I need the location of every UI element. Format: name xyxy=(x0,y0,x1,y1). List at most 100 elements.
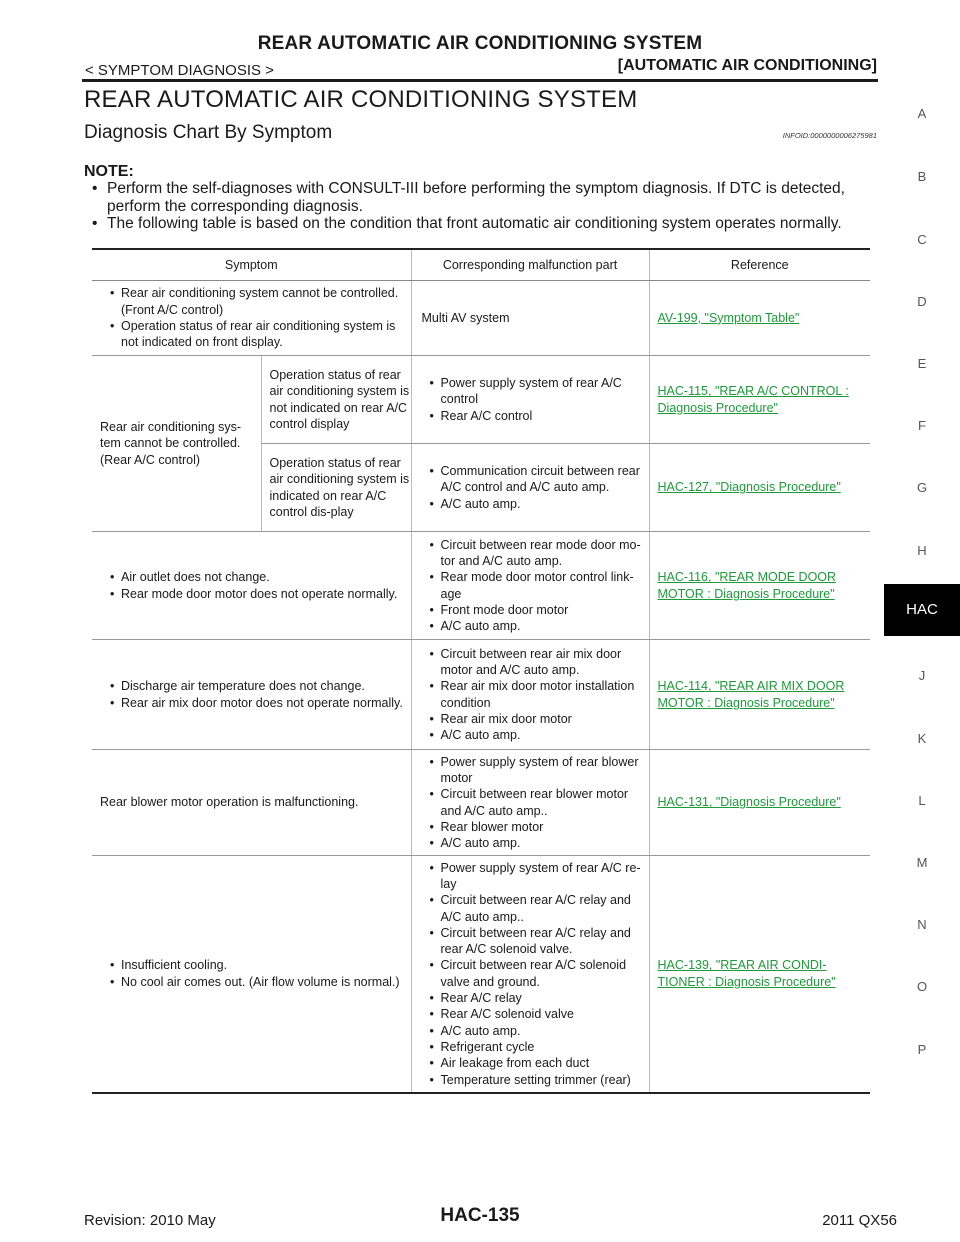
malfunction-parts-cell: Power supply system of rear A/C re-lay C… xyxy=(410,855,650,1094)
part-item: Temperature setting trimmer (rear) xyxy=(420,1072,649,1089)
tab-b[interactable]: B xyxy=(917,169,927,184)
part-item: Circuit between rear A/C solenoid valve … xyxy=(420,957,649,990)
header-divider xyxy=(82,79,878,82)
tab-a[interactable]: A xyxy=(917,106,927,121)
part-item: Power supply system of rear blower motor xyxy=(420,754,649,787)
tab-k[interactable]: K xyxy=(917,731,927,746)
symptom-item: Discharge air temperature does not chang… xyxy=(100,678,411,695)
reference-link[interactable]: AV-199, "Symptom Table" xyxy=(657,310,800,325)
part-item: Circuit between rear A/C relay and rear … xyxy=(420,925,649,958)
table-row: Rear air conditioning sys-tem cannot be … xyxy=(92,355,871,532)
table-row: Operation status of rear air conditionin… xyxy=(92,443,871,532)
header-title: REAR AUTOMATIC AIR CONDITIONING SYSTEM xyxy=(257,33,703,54)
symptom-item: Operation status of rear air conditionin… xyxy=(100,318,411,351)
section-breadcrumb: < SYMPTOM DIAGNOSIS > xyxy=(85,62,274,79)
sub-symptom-cell: Operation status of rear air conditionin… xyxy=(260,355,412,444)
tab-g[interactable]: G xyxy=(916,480,928,495)
symptom-cell: Rear blower motor operation is malfuncti… xyxy=(92,749,412,856)
page-title: REAR AUTOMATIC AIR CONDITIONING SYSTEM xyxy=(84,86,638,113)
malfunction-parts-cell: Circuit between rear mode door mo-tor an… xyxy=(410,531,650,640)
part-item: Rear mode door motor control link-age xyxy=(420,569,649,602)
reference-cell: HAC-131, "Diagnosis Procedure" xyxy=(648,749,871,856)
footer-revision: Revision: 2010 May xyxy=(84,1212,216,1229)
symptom-item: Air outlet does not change. xyxy=(100,569,411,586)
symptom-cell: Insufficient cooling.No cool air comes o… xyxy=(92,855,412,1094)
part-item: Rear air mix door motor installation con… xyxy=(420,678,649,711)
section-category: [AUTOMATIC AIR CONDITIONING] xyxy=(617,57,877,74)
part-item: Circuit between rear A/C relay and A/C a… xyxy=(420,892,649,925)
table-row: Rear air conditioning system cannot be c… xyxy=(92,280,871,356)
tab-m[interactable]: M xyxy=(916,855,928,870)
tab-h[interactable]: H xyxy=(917,543,927,558)
footer-model: 2011 QX56 xyxy=(822,1212,897,1229)
symptom-table: Symptom Corresponding malfunction part R… xyxy=(92,248,871,1094)
tab-d[interactable]: D xyxy=(917,294,927,309)
symptom-item: No cool air comes out. (Air flow volume … xyxy=(100,974,411,991)
symptom-item: Insufficient cooling. xyxy=(100,957,411,974)
reference-link[interactable]: HAC-127, "Diagnosis Procedure" xyxy=(657,480,841,495)
part-item: Circuit between rear mode door mo-tor an… xyxy=(420,537,649,570)
sub-symptom-cell: Operation status of rear air conditionin… xyxy=(260,443,412,532)
part-item: Communication circuit between rear A/C c… xyxy=(420,463,649,496)
info-id: INFOID:0000000006275981 xyxy=(782,131,877,140)
part-item: A/C auto amp. xyxy=(420,727,649,744)
symptom-item: Rear mode door motor does not operate no… xyxy=(100,586,411,603)
reference-cell: HAC-139, "REAR AIR CONDI-TIONER : Diagno… xyxy=(648,855,871,1094)
reference-cell: HAC-116, "REAR MODE DOOR MOTOR : Diagnos… xyxy=(648,531,871,640)
symptom-group-cell: Rear air conditioning sys-tem cannot be … xyxy=(92,355,261,532)
reference-cell: HAC-127, "Diagnosis Procedure" xyxy=(648,443,871,532)
part-item: Rear A/C control xyxy=(420,408,649,425)
tab-j[interactable]: J xyxy=(918,668,926,683)
tab-c[interactable]: C xyxy=(917,232,927,247)
malfunction-parts-cell: Power supply system of rear blower motor… xyxy=(410,749,650,856)
reference-cell: AV-199, "Symptom Table" xyxy=(648,280,871,356)
malfunction-parts-cell: Circuit between rear air mix door motor … xyxy=(410,639,650,750)
table-row: Rear blower motor operation is malfuncti… xyxy=(92,749,871,856)
reference-link[interactable]: HAC-115, "REAR A/C CONTROL : Diagnosis P… xyxy=(657,384,849,415)
part-item: Refrigerant cycle xyxy=(420,1039,649,1056)
part-item: Rear A/C solenoid valve xyxy=(420,1006,649,1023)
reference-link[interactable]: HAC-139, "REAR AIR CONDI-TIONER : Diagno… xyxy=(657,958,836,989)
column-header-malfunction-part: Corresponding malfunction part xyxy=(410,248,650,281)
tab-hac-active[interactable]: HAC xyxy=(884,584,960,636)
reference-cell: HAC-115, "REAR A/C CONTROL : Diagnosis P… xyxy=(648,355,871,444)
note-label: NOTE: xyxy=(84,163,134,180)
malfunction-parts-cell: Communication circuit between rear A/C c… xyxy=(410,443,650,532)
table-row: Discharge air temperature does not chang… xyxy=(92,639,871,750)
section-title: Diagnosis Chart By Symptom xyxy=(84,122,333,143)
tab-n[interactable]: N xyxy=(917,917,927,932)
page-number: HAC-135 xyxy=(440,1205,520,1226)
column-header-reference: Reference xyxy=(648,248,871,281)
malfunction-parts-cell: Power supply system of rear A/C controlR… xyxy=(410,355,650,444)
tab-e[interactable]: E xyxy=(917,356,927,371)
part-item: A/C auto amp. xyxy=(420,618,649,635)
tab-l[interactable]: L xyxy=(918,793,926,808)
tab-o[interactable]: O xyxy=(916,979,928,994)
table-row: Insufficient cooling.No cool air comes o… xyxy=(92,855,871,1094)
symptom-cell: Rear air conditioning system cannot be c… xyxy=(92,280,412,356)
part-item: Power supply system of rear A/C control xyxy=(420,375,649,408)
part-item: Rear blower motor xyxy=(420,819,649,836)
reference-link[interactable]: HAC-114, "REAR AIR MIX DOOR MOTOR : Diag… xyxy=(657,679,845,710)
symptom-item: Rear air conditioning system cannot be c… xyxy=(100,285,411,318)
part-item: A/C auto amp. xyxy=(420,1023,649,1040)
section-tab-strip: A B C D E F G H HAC J K L M N O P xyxy=(884,0,960,1242)
note-item: •Perform the self-diagnoses with CONSULT… xyxy=(92,180,845,215)
part-item: Front mode door motor xyxy=(420,602,649,619)
part-item: Rear air mix door motor xyxy=(420,711,649,728)
table-row: Air outlet does not change.Rear mode doo… xyxy=(92,531,871,640)
part-item: Power supply system of rear A/C re-lay xyxy=(420,860,649,893)
symptom-cell: Air outlet does not change.Rear mode doo… xyxy=(92,531,412,640)
malfunction-part: Multi AV system xyxy=(410,280,650,356)
part-item: Air leakage from each duct xyxy=(420,1055,649,1072)
part-item: A/C auto amp. xyxy=(420,496,649,513)
part-item: Circuit between rear blower motor and A/… xyxy=(420,786,649,819)
part-item: Circuit between rear air mix door motor … xyxy=(420,646,649,679)
tab-p[interactable]: P xyxy=(917,1042,927,1057)
symptom-cell: Discharge air temperature does not chang… xyxy=(92,639,412,750)
part-item: Rear A/C relay xyxy=(420,990,649,1007)
reference-link[interactable]: HAC-116, "REAR MODE DOOR MOTOR : Diagnos… xyxy=(657,570,837,601)
reference-link[interactable]: HAC-131, "Diagnosis Procedure" xyxy=(657,795,841,810)
symptom-item: Rear air mix door motor does not operate… xyxy=(100,695,411,712)
tab-f[interactable]: F xyxy=(918,418,926,433)
